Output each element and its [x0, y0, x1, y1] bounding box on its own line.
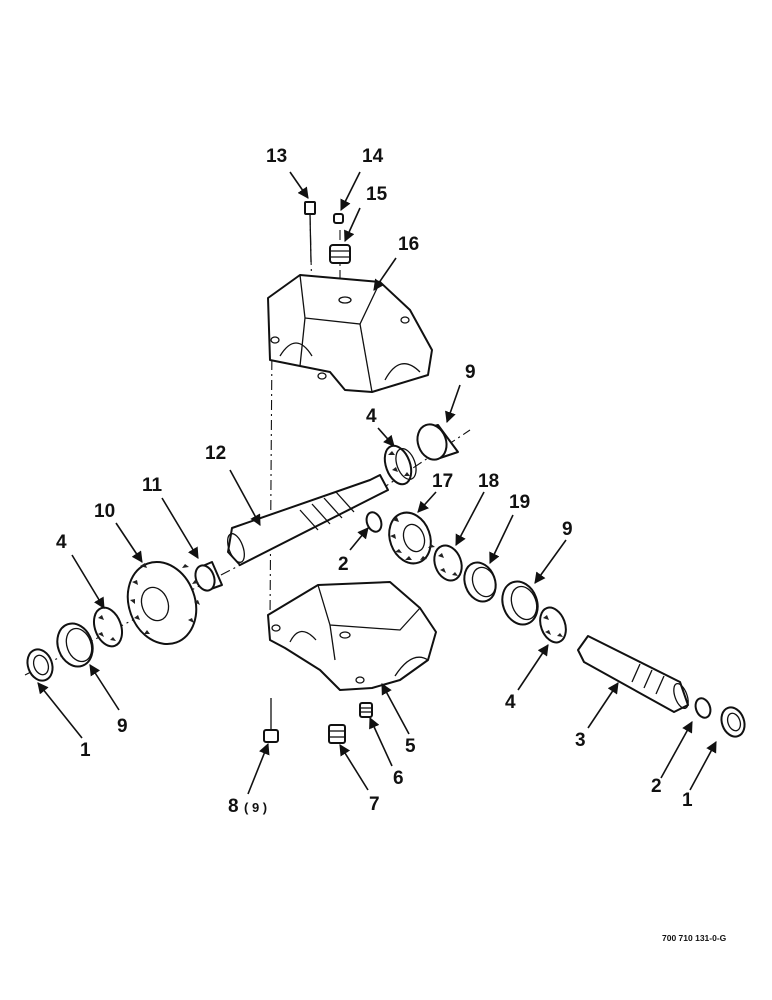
part-2-right-snap-ring [694, 697, 712, 719]
callout-10: 10 [94, 501, 115, 522]
callout-2-mid: 2 [338, 554, 349, 575]
callout-3: 3 [575, 730, 586, 751]
part-4-top-bearing-cone [383, 444, 417, 486]
callout-13: 13 [266, 146, 287, 167]
part-4-left-bearing-cone [92, 606, 124, 648]
part-9-right-bearing-cup [501, 580, 539, 626]
callout-15: 15 [366, 184, 388, 205]
part-16-upper-housing [267, 274, 433, 393]
callout-4-right: 4 [505, 692, 516, 713]
callout-4-left: 4 [56, 532, 67, 553]
leader-lines [37, 171, 717, 795]
callout-8: 8 [228, 796, 239, 817]
part-1-left-seal [26, 648, 54, 682]
part-4-right-bearing-cone [539, 606, 567, 644]
part-13-bolt [304, 201, 316, 263]
part-7-plug [328, 724, 346, 744]
part-5-lower-housing [267, 581, 437, 691]
part-14-plug [333, 213, 344, 224]
part-1-right-seal [720, 706, 746, 738]
callout-6: 6 [393, 768, 404, 789]
part-12-input-shaft [227, 474, 389, 566]
callout-16: 16 [398, 234, 419, 255]
part-11-spacer [194, 561, 223, 592]
callout-2-right: 2 [651, 776, 662, 797]
callout-12: 12 [205, 443, 226, 464]
part-3-output-shaft [577, 635, 689, 713]
part-15-fitting [329, 244, 351, 264]
callout-9-right: 9 [562, 519, 573, 540]
part-17-bevel-gear [388, 511, 435, 565]
callout-11: 11 [142, 475, 163, 496]
callout-labels: 13 14 15 16 9 4 12 11 10 4 2 17 18 19 9 … [56, 146, 693, 817]
callout-5: 5 [405, 736, 416, 757]
callout-4-top: 4 [366, 406, 377, 427]
part-9-top-bearing-cup [416, 423, 459, 461]
part-18-bearing-cone [433, 544, 463, 582]
callout-9-left: 9 [117, 716, 128, 737]
part-8-cap-screw [263, 698, 279, 743]
callout-8-quantity: ( 9 ) [244, 800, 267, 815]
callout-9-top: 9 [465, 362, 476, 383]
callout-1-left: 1 [80, 740, 91, 761]
part-19-bearing-cup [463, 561, 497, 603]
callout-1-right: 1 [682, 790, 693, 811]
callout-19: 19 [509, 492, 530, 513]
part-2-mid-snap-ring [365, 511, 383, 533]
part-9-left-bearing-cup [56, 622, 94, 668]
callout-7: 7 [369, 794, 380, 815]
callout-14: 14 [362, 146, 384, 167]
drawing-number: 700 710 131-0-G [662, 933, 727, 943]
part-6-set-screw [359, 702, 373, 718]
callout-18: 18 [478, 471, 499, 492]
callout-17: 17 [432, 471, 453, 492]
part-10-large-gear [126, 560, 200, 646]
